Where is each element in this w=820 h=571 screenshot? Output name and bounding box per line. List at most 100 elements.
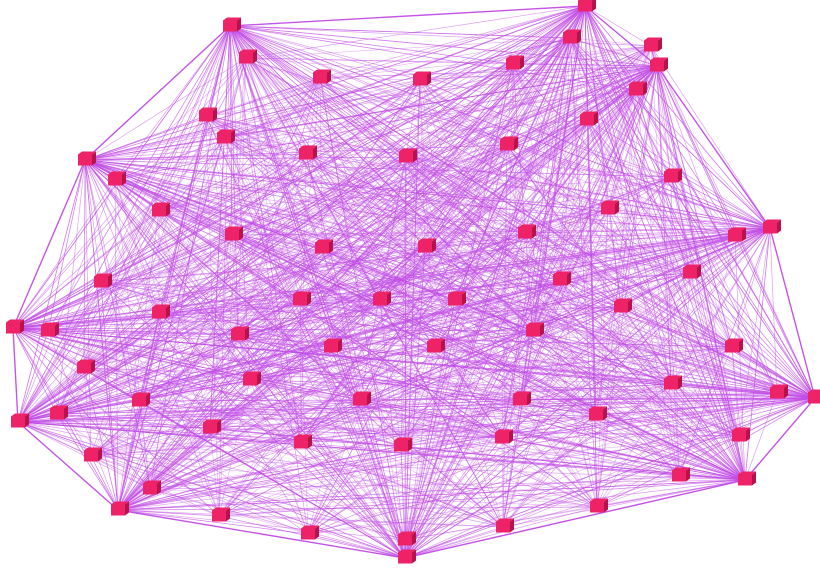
graph-edge	[319, 77, 771, 229]
graph-edge	[501, 144, 508, 439]
graph-edge	[117, 299, 456, 511]
graph-node-r3-5	[418, 238, 436, 253]
graph-edge	[114, 65, 658, 181]
graph-edge	[17, 281, 102, 423]
graph-edge	[454, 65, 658, 301]
graph-edge	[223, 63, 514, 139]
graph-edge	[419, 79, 534, 332]
graph-edge	[670, 176, 816, 399]
graph-edge	[379, 156, 407, 301]
graph-edge	[17, 156, 407, 423]
graph-node-r8-3	[293, 291, 311, 306]
graph-edge	[114, 179, 598, 508]
graph-edge	[299, 227, 771, 301]
graph-edge	[209, 77, 321, 429]
graph-edge	[209, 57, 247, 429]
graph-edge	[17, 137, 225, 423]
graph-edge	[149, 25, 231, 490]
graph-edge	[519, 399, 746, 481]
graph-edge	[237, 57, 247, 336]
graph-edge	[404, 208, 609, 541]
graph-edge	[586, 119, 597, 416]
graph-edge	[56, 281, 102, 415]
graph-edge	[249, 379, 361, 401]
graph-edge	[12, 208, 609, 329]
graph-edge	[249, 37, 571, 381]
graph-edge	[158, 57, 247, 314]
graph-edge	[524, 232, 740, 437]
graph-edge	[607, 208, 771, 229]
graph-edge	[158, 312, 680, 477]
graph-edge	[17, 89, 637, 423]
graph-edge	[158, 247, 323, 314]
graph-edge	[620, 65, 658, 308]
graph-edge	[419, 65, 658, 81]
graph-edge	[237, 334, 598, 508]
graph-edge	[100, 25, 231, 283]
graph-edge	[84, 159, 361, 401]
graph-edge	[149, 232, 526, 490]
graph-edge	[205, 115, 406, 559]
graph-edge	[404, 144, 508, 541]
graph-edge	[595, 397, 816, 416]
graph-node-r6-6	[398, 531, 416, 546]
graph-edge	[305, 37, 571, 155]
graph-edge	[83, 367, 680, 477]
graph-edge	[17, 156, 407, 423]
graph-edge	[56, 346, 733, 415]
graph-edge	[433, 346, 597, 416]
graph-edge	[12, 327, 733, 348]
graph-edge	[231, 234, 435, 348]
graph-edge	[419, 79, 771, 229]
graph-edge	[595, 272, 691, 416]
graph-edge	[405, 156, 672, 178]
graph-edge	[307, 383, 672, 535]
graph-edge	[17, 421, 680, 477]
graph-edge	[419, 5, 586, 81]
graph-edge	[17, 367, 85, 423]
graph-edge	[209, 427, 406, 559]
graph-edge	[433, 346, 598, 508]
graph-edge	[47, 89, 637, 332]
graph-edge	[117, 77, 321, 511]
graph-edge	[245, 57, 508, 146]
graph-edge	[586, 119, 746, 481]
graph-edge	[379, 299, 740, 437]
graph-edge	[47, 77, 321, 332]
graph-edge	[237, 37, 571, 336]
graph-edge	[569, 37, 598, 508]
graph-edge	[158, 153, 307, 212]
graph-edge	[47, 330, 504, 528]
graph-edge	[17, 234, 233, 423]
graph-edge	[532, 89, 637, 332]
graph-edge	[205, 115, 521, 401]
graph-edge	[117, 399, 521, 511]
graph-edge	[635, 89, 740, 437]
graph-edge	[305, 153, 381, 301]
graph-edge	[117, 379, 251, 511]
graph-edge	[47, 159, 86, 332]
graph-edge	[114, 179, 151, 490]
graph-edge	[307, 397, 816, 535]
graph-edge	[656, 65, 771, 229]
graph-edge	[12, 57, 247, 329]
graph-edge	[229, 25, 514, 65]
graph-edge	[90, 246, 426, 457]
graph-edge	[17, 115, 207, 423]
graph-edge	[17, 421, 119, 511]
graph-edge	[524, 227, 771, 234]
graph-edge	[117, 509, 406, 541]
graph-edge	[138, 45, 652, 402]
graph-edge	[586, 119, 733, 348]
graph-edge	[305, 153, 672, 385]
graph-edge	[84, 115, 207, 161]
graph-edge	[17, 421, 503, 439]
graph-edge	[100, 281, 220, 517]
graph-edge	[330, 346, 406, 541]
graph-node-r2-7	[199, 107, 217, 122]
graph-edge	[84, 159, 597, 416]
graph-edge	[237, 227, 771, 336]
graph-edge	[229, 25, 504, 528]
graph-edge	[117, 144, 508, 511]
graph-edge	[17, 247, 323, 423]
